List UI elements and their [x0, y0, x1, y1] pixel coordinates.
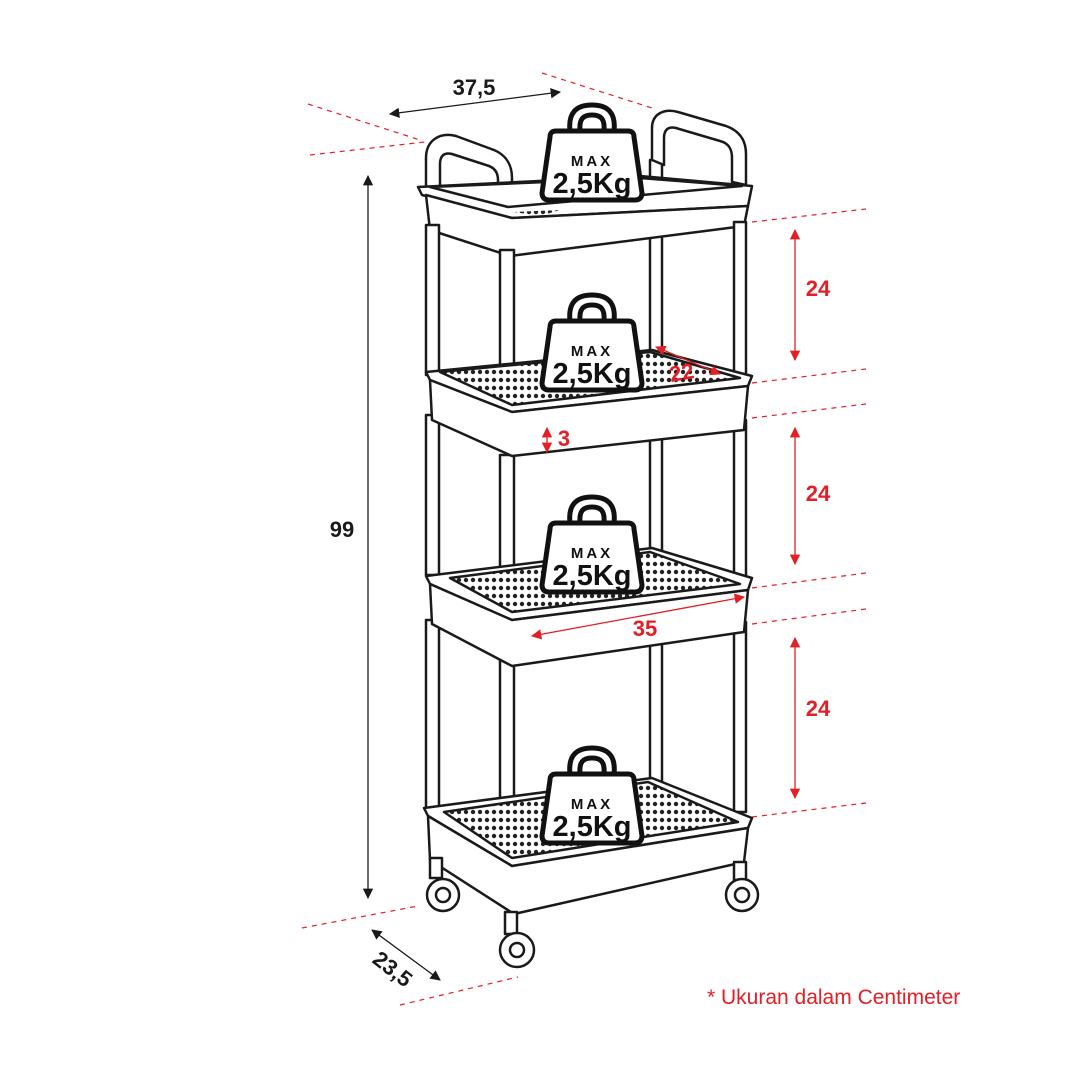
svg-text:99: 99 [330, 517, 354, 542]
dimension-width-top: 37,5 [388, 75, 562, 118]
guide-lines [301, 72, 867, 1006]
weight-icon-shelf-1: MAX 2,5Kg [542, 105, 642, 200]
svg-text:2,5Kg: 2,5Kg [553, 811, 632, 843]
weight-icon-shelf-3: MAX 2,5Kg [542, 497, 642, 592]
svg-text:22: 22 [667, 358, 695, 387]
svg-text:2,5Kg: 2,5Kg [553, 560, 632, 592]
svg-text:MAX: MAX [571, 343, 613, 360]
svg-text:23,5: 23,5 [368, 946, 417, 992]
dimension-inner-width: 35 [530, 593, 746, 641]
svg-text:3: 3 [558, 426, 570, 451]
svg-text:MAX: MAX [571, 545, 613, 562]
dimension-depth-bottom: 23,5 [368, 929, 441, 992]
svg-text:35: 35 [633, 616, 657, 641]
dimension-basket-rim: 3 [541, 426, 570, 454]
svg-text:2,5Kg: 2,5Kg [553, 168, 632, 200]
svg-text:MAX: MAX [571, 153, 613, 170]
dimension-height-total: 99 [330, 174, 374, 900]
svg-text:24: 24 [806, 481, 831, 506]
svg-text:24: 24 [806, 276, 831, 301]
units-note: * Ukuran dalam Centimeter [707, 986, 961, 1009]
dimension-shelf-gap-1: 24 [789, 228, 831, 362]
svg-text:37,5: 37,5 [453, 75, 496, 100]
dimension-shelf-gap-2: 24 [789, 426, 831, 566]
svg-text:2,5Kg: 2,5Kg [553, 358, 632, 390]
weight-icon-shelf-4: MAX 2,5Kg [542, 748, 642, 843]
dimension-inner-depth: 22 [655, 345, 721, 387]
svg-text:24: 24 [806, 696, 831, 721]
weight-icon-shelf-2: MAX 2,5Kg [542, 295, 642, 390]
dimension-shelf-gap-3: 24 [789, 636, 831, 800]
svg-text:MAX: MAX [571, 796, 613, 813]
